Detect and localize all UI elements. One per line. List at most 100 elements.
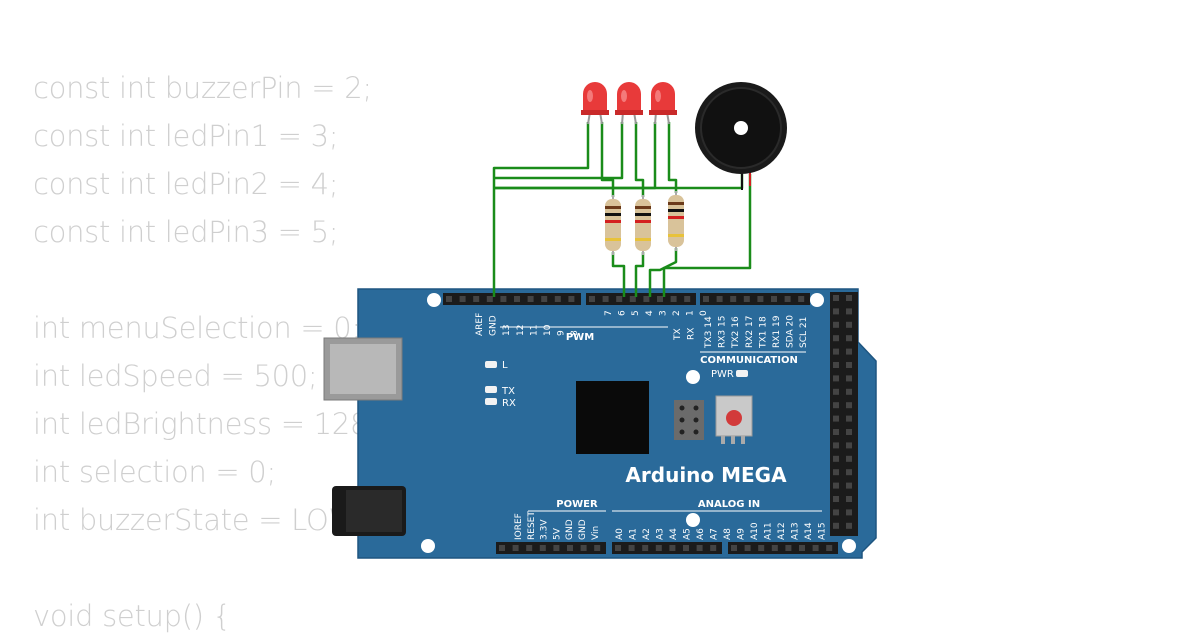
led-l-label: L: [502, 360, 508, 371]
pin-label: 6: [618, 310, 628, 316]
pin-label: RX: [687, 328, 697, 340]
led-2[interactable]: [615, 82, 643, 125]
pin-label: 0: [699, 310, 709, 316]
pin-label: 13: [502, 325, 512, 336]
led-3[interactable]: [649, 82, 677, 125]
pin-label: 5: [631, 310, 641, 316]
wire-buzzer-pin2: [662, 174, 752, 297]
pin-label: GND: [578, 519, 588, 540]
led-pwr-indicator: [736, 370, 748, 377]
header-top-comm: [700, 293, 810, 305]
code-line: const int ledPin2 = 4;: [33, 167, 339, 201]
wire-gnd-led1: [492, 122, 590, 297]
mounting-hole: [842, 539, 856, 553]
led-l-indicator: [485, 361, 497, 368]
pin-label: RESET: [527, 511, 537, 540]
pin-label: IOREF: [514, 513, 524, 540]
pin-label: A15: [818, 522, 828, 540]
pin-label: A2: [642, 528, 652, 540]
code-line: const int buzzerPin = 2;: [33, 71, 372, 105]
code-line: int ledSpeed = 500;: [33, 359, 318, 393]
pin-label: 11: [529, 325, 539, 336]
pin-label: A11: [764, 522, 774, 540]
pin-label: RX3 15: [718, 316, 728, 348]
wire-led3-resistor3: [667, 122, 678, 193]
pin-label: A6: [696, 528, 706, 540]
header-top-mid: [586, 293, 696, 305]
pin-label: A3: [656, 528, 666, 540]
pin-label: RX1 19: [772, 315, 782, 348]
header-analog-2: [728, 542, 838, 554]
wire-led2-resistor2: [634, 122, 645, 197]
resistor-1: [605, 195, 621, 255]
pin-label: SCL 21: [799, 317, 809, 348]
pin-label: A13: [791, 522, 801, 540]
pin-label: 9: [557, 330, 567, 336]
wire-resistor3-pin3: [648, 248, 678, 297]
pin-label: 3: [658, 310, 668, 316]
pin-label: TX2 16: [731, 316, 741, 349]
mounting-hole: [421, 539, 435, 553]
pin-label: 3.3V: [540, 519, 550, 540]
header-pin-holes: [446, 295, 852, 551]
pin-label: SDA 20: [786, 315, 796, 348]
code-line: const int ledPin1 = 3;: [33, 119, 339, 153]
led-tx-indicator: [485, 386, 497, 393]
reset-button[interactable]: [715, 395, 753, 444]
pwr-label: PWR: [711, 369, 734, 380]
wire-gnd-led2: [494, 122, 624, 180]
pin-label: A1: [629, 528, 639, 540]
code-line: void setup() {: [33, 599, 231, 633]
wire-gnd-buzzer: [494, 174, 744, 190]
pin-label: AREF: [475, 313, 485, 336]
pin-label: 12: [516, 325, 526, 336]
header-power: [496, 542, 606, 554]
pin-label: 2: [672, 310, 682, 316]
pin-label: 4: [645, 310, 655, 316]
resistor-2: [635, 195, 651, 255]
pin-label: RX2 17: [745, 316, 755, 348]
pin-label: Vin: [591, 526, 601, 540]
icsp-header: [674, 400, 704, 440]
piezo-buzzer[interactable]: [695, 82, 787, 190]
wire-resistor1-pin5: [611, 252, 626, 297]
board-name: Arduino MEGA: [625, 463, 787, 487]
pin-label: A0: [615, 528, 625, 540]
usb-connector: [323, 337, 403, 401]
pin-label: TX1 18: [758, 316, 768, 349]
pin-label: 5V: [552, 527, 562, 540]
led-rx-label: RX: [502, 398, 516, 409]
resistor-3: [668, 191, 684, 251]
mounting-hole: [686, 370, 700, 384]
pin-label: A4: [669, 528, 679, 540]
pin-label: 10: [543, 324, 553, 336]
microcontroller-chip: [576, 381, 649, 454]
power-label: POWER: [556, 499, 598, 510]
header-right-double: [830, 292, 858, 536]
led-rx-indicator: [485, 398, 497, 405]
pin-label: TX3 14: [704, 316, 714, 349]
code-line: int selection = 0;: [33, 455, 276, 489]
pin-label: TX: [673, 328, 683, 341]
led-1[interactable]: [581, 82, 609, 125]
pin-label: A14: [804, 522, 814, 540]
mounting-hole: [810, 293, 824, 307]
header-analog-1: [612, 542, 722, 554]
code-line: int menuSelection = 0;: [33, 311, 361, 345]
mounting-hole: [686, 513, 700, 527]
wire-resistor2-pin4: [634, 252, 645, 297]
pin-label: GND: [489, 315, 499, 336]
pwm-label: PWM: [566, 332, 594, 343]
analog-in-label: ANALOG IN: [698, 499, 760, 510]
pin-label: A7: [710, 528, 720, 540]
power-jack: [332, 486, 406, 536]
led-tx-label: TX: [501, 386, 515, 397]
pin-label: A12: [777, 522, 787, 540]
pin-label: GND: [565, 519, 575, 540]
pin-label: 7: [604, 310, 614, 316]
mounting-hole: [427, 293, 441, 307]
pin-label: A9: [737, 528, 747, 540]
wire-led1-resistor1: [600, 122, 615, 197]
